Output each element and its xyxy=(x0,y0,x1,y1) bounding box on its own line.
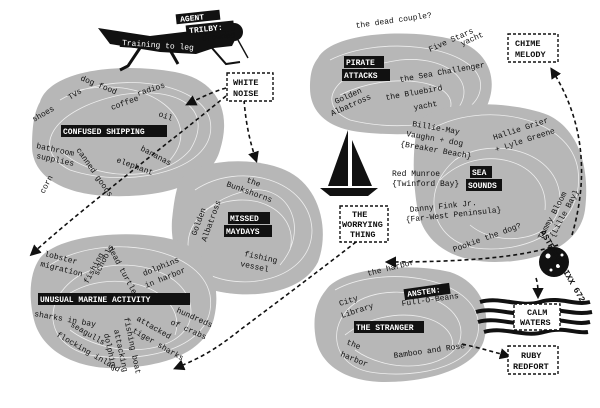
box-ruby-redfort-line1: RUBY xyxy=(521,351,542,361)
box-calm-waters-line2: WATERS xyxy=(520,318,551,328)
box-ruby-redfort-line2: REDFORT xyxy=(513,362,549,372)
box-chime-melody-line1: CHIME xyxy=(515,39,541,49)
asteroid-icon xyxy=(539,247,569,277)
cluster-title-unusual-marine-activity: UNUSUAL MARINE ACTIVITY xyxy=(40,296,151,305)
cluster-title-maydays: MAYDAYS xyxy=(226,228,260,237)
item-dead-couple: the dead couple? xyxy=(355,11,433,31)
box-worrying-thing-line1: THE xyxy=(352,210,367,220)
box-ruby-redfort: RUBY REDFORT xyxy=(507,345,559,375)
agent-label-line3: drowned xyxy=(202,31,237,43)
box-worrying-thing: THE WORRYING THING xyxy=(339,205,389,243)
agent-label-line1: AGENT xyxy=(180,13,205,24)
cluster-title-attacks: ATTACKS xyxy=(344,72,378,81)
agent-label: AGENT TRILBY: drowned xyxy=(175,9,237,44)
box-chime-melody: CHIME MELODY xyxy=(507,33,559,63)
box-worrying-thing-line3: THING xyxy=(350,230,376,240)
connector-arrows xyxy=(29,67,583,371)
cluster-title-the-stranger: THE STRANGER xyxy=(356,324,414,333)
box-calm-waters: CALM WATERS xyxy=(513,303,561,331)
cluster-title-pirate: PIRATE xyxy=(346,59,375,68)
box-chime-melody-line2: MELODY xyxy=(515,50,547,60)
item-yacht-2: yacht xyxy=(413,100,438,113)
cluster-title-sounds: SOUNDS xyxy=(468,182,497,191)
cluster-title-confused-shipping: CONFUSED SHIPPING xyxy=(63,128,145,137)
cluster-title-missed: MISSED xyxy=(230,215,259,224)
box-white-noise: WHITE NOISE xyxy=(226,72,274,102)
sailboat-icon xyxy=(320,130,378,196)
item-twinford-bay: {Twinford Bay} xyxy=(392,180,459,189)
cluster-title-sea: SEA xyxy=(472,169,487,178)
box-white-noise-line2: NOISE xyxy=(233,89,259,99)
item-corn: corn xyxy=(39,174,56,195)
box-calm-waters-line1: CALM xyxy=(527,308,547,318)
box-worrying-thing-line2: WORRYING xyxy=(342,220,383,230)
item-red-munroe: Red Munroe xyxy=(392,170,440,179)
agent-label-line2: TRILBY: xyxy=(189,24,223,36)
box-white-noise-line1: WHITE xyxy=(233,78,259,88)
